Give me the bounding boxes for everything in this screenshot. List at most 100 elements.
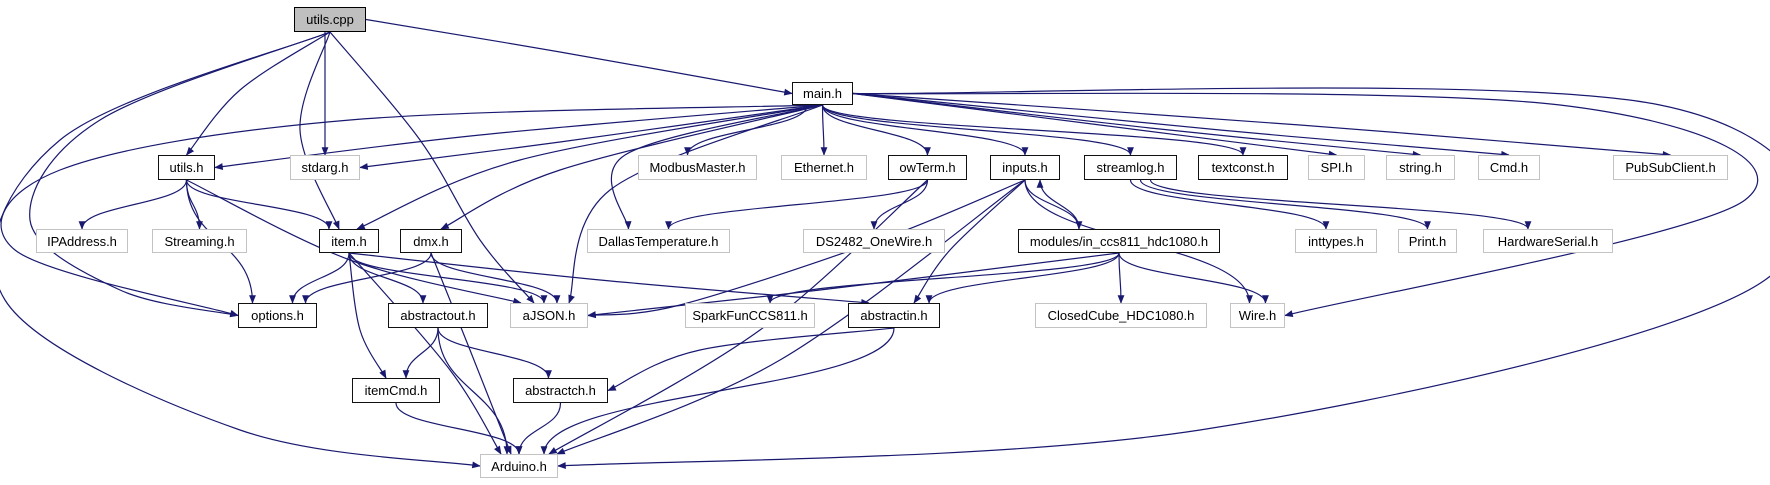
node-label: streamlog.h	[1096, 160, 1165, 175]
graph-node-item-h[interactable]: item.h	[319, 229, 379, 253]
graph-node-arduino-h[interactable]: Arduino.h	[480, 454, 558, 478]
node-label: abstractin.h	[860, 308, 928, 323]
edge-main_h-to-streamlog_h	[821, 104, 1134, 156]
node-label: DallasTemperature.h	[598, 233, 719, 249]
edge-main_h-to-owTerm_h	[821, 104, 931, 156]
graph-node-sparkfunccs811-h[interactable]: SparkFunCCS811.h	[685, 303, 815, 328]
graph-node-textconst-h[interactable]: textconst.h	[1198, 155, 1288, 180]
graph-node-options-h[interactable]: options.h	[238, 303, 317, 328]
node-label: abstractout.h	[400, 308, 476, 323]
graph-node-dmx-h[interactable]: dmx.h	[400, 229, 462, 253]
edge-utils_cpp-to-utils_h	[185, 31, 331, 156]
node-label: options.h	[251, 308, 304, 323]
graph-node-inttypes-h[interactable]: inttypes.h	[1295, 229, 1377, 253]
edge-modules_h-to-Wire_h	[1118, 252, 1269, 304]
edge-inputs_h-to-aJSON_h	[587, 179, 1026, 319]
edge-utils_cpp-to-Arduino_h	[0, 31, 481, 469]
edge-utils_cpp-to-options_h	[29, 31, 331, 318]
node-label: main.h	[802, 86, 843, 101]
node-label: SPI.h	[1320, 160, 1353, 175]
edge-main_h-to-string_h	[852, 92, 1422, 158]
graph-node-spi-h[interactable]: SPI.h	[1308, 155, 1365, 180]
graph-node-string-h[interactable]: string.h	[1386, 155, 1455, 180]
edge-modules_h-to-aJSON_h	[587, 252, 1120, 319]
graph-node-streamlog-h[interactable]: streamlog.h	[1084, 155, 1177, 180]
graph-node-closedcube-hdc1080-h[interactable]: ClosedCube_HDC1080.h	[1035, 303, 1207, 328]
edge-main_h-to-dmx_h	[440, 104, 823, 230]
node-label: aJSON.h	[522, 308, 576, 323]
node-label: HardwareSerial.h	[1497, 233, 1599, 249]
node-label: utils.h	[169, 160, 204, 175]
edge-abstractin_h-to-Arduino_h	[540, 327, 895, 455]
node-label: Streaming.h	[164, 233, 235, 249]
edge-dmx_h-to-aJSON_h	[430, 252, 561, 304]
node-label: DS2482_OneWire.h	[815, 233, 933, 249]
edge-inputs_h-to-modules_h	[1024, 179, 1083, 230]
node-label: Cmd.h	[1489, 160, 1529, 175]
graph-node-itemcmd-h[interactable]: itemCmd.h	[352, 378, 440, 403]
edge-main_h-to-Arduino_h	[557, 87, 1770, 469]
node-label: inputs.h	[1002, 160, 1048, 175]
node-label: IPAddress.h	[47, 233, 117, 249]
edge-item_h-to-abstractout_h	[348, 252, 427, 304]
node-label: dmx.h	[413, 233, 449, 249]
edge-item_h-to-abstractin_h	[348, 252, 870, 306]
graph-node-cmd-h[interactable]: Cmd.h	[1478, 155, 1540, 180]
graph-node-streaming-h[interactable]: Streaming.h	[152, 229, 247, 253]
node-label: owTerm.h	[899, 160, 956, 175]
graph-node-ipaddress-h[interactable]: IPAddress.h	[36, 229, 128, 253]
node-label: SparkFunCCS811.h	[692, 308, 808, 323]
edge-inputs_h-to-abstractin_h	[913, 179, 1026, 304]
node-label: itemCmd.h	[364, 383, 428, 398]
graph-node-ethernet-h[interactable]: Ethernet.h	[781, 155, 867, 180]
node-label: item.h	[331, 233, 367, 249]
edge-main_h-to-SPI_h	[852, 92, 1338, 158]
edge-inputs_h-to-Arduino_h	[556, 179, 1026, 455]
graph-node-utils-h[interactable]: utils.h	[158, 155, 215, 180]
graph-node-ajson-h[interactable]: aJSON.h	[510, 303, 588, 328]
edge-modules_h-to-inputs_h	[1036, 179, 1080, 230]
edge-main_h-to-PubSubClient_h	[852, 92, 1672, 158]
graph-node-abstractch-h[interactable]: abstractch.h	[513, 378, 608, 403]
edge-main_h-to-Cmd_h	[852, 92, 1510, 158]
edge-main_h-to-DallasTemperature_h	[610, 104, 823, 230]
edge-main_h-to-textconst_h	[821, 104, 1247, 156]
graph-node-owterm-h[interactable]: owTerm.h	[888, 155, 967, 180]
graph-node-hardwareserial-h[interactable]: HardwareSerial.h	[1483, 229, 1613, 253]
graph-node-modules-in-ccs811-hdc1080-h[interactable]: modules/in_ccs811_hdc1080.h	[1018, 229, 1220, 253]
graph-node-main-h[interactable]: main.h	[792, 82, 853, 105]
edge-main_h-to-item_h	[356, 104, 823, 230]
node-label: utils.cpp	[306, 12, 354, 27]
graph-node-ds2482-onewire-h[interactable]: DS2482_OneWire.h	[803, 229, 945, 253]
edge-abstractin_h-to-abstractch_h	[607, 327, 895, 392]
node-label: Ethernet.h	[794, 160, 854, 175]
edge-owTerm_h-to-Arduino_h	[548, 179, 928, 455]
graph-node-abstractout-h[interactable]: abstractout.h	[388, 303, 488, 328]
node-label: modules/in_ccs811_hdc1080.h	[1029, 233, 1209, 249]
graph-node-modbusmaster-h[interactable]: ModbusMaster.h	[638, 155, 757, 180]
graph-node-pubsubclient-h[interactable]: PubSubClient.h	[1613, 155, 1728, 180]
edge-item_h-to-Arduino_h	[348, 252, 502, 455]
graph-node-wire-h[interactable]: Wire.h	[1230, 303, 1285, 328]
edge-owTerm_h-to-DallasTemperature_h	[665, 179, 929, 230]
edge-streamlog_h-to-Print_h	[1139, 179, 1431, 230]
node-label: PubSubClient.h	[1625, 160, 1716, 175]
graph-node-inputs-h[interactable]: inputs.h	[990, 155, 1060, 180]
edge-main_h-to-utils_h	[214, 104, 823, 170]
edge-utils_h-to-item_h	[185, 179, 333, 230]
edge-utils_h-to-IPAddress_h	[78, 179, 188, 230]
edge-item_h-to-itemCmd_h	[348, 252, 387, 379]
edge-itemCmd_h-to-Arduino_h	[395, 402, 523, 455]
graph-node-abstractin-h[interactable]: abstractin.h	[848, 303, 940, 328]
edge-streamlog_h-to-inttypes_h	[1129, 179, 1330, 230]
edge-modules_h-to-ClosedCube_HDC1080_h	[1117, 252, 1125, 304]
graph-node-dallastemperature-h[interactable]: DallasTemperature.h	[587, 229, 730, 253]
edge-main_h-to-options_h	[0, 104, 823, 317]
edge-abstractout_h-to-itemCmd_h	[402, 327, 439, 379]
edge-utils_cpp-to-main_h	[365, 18, 793, 96]
graph-node-stdarg-h[interactable]: stdarg.h	[290, 155, 360, 180]
graph-node-print-h[interactable]: Print.h	[1398, 229, 1457, 253]
edge-streamlog_h-to-HardwareSerial_h	[1149, 179, 1532, 230]
